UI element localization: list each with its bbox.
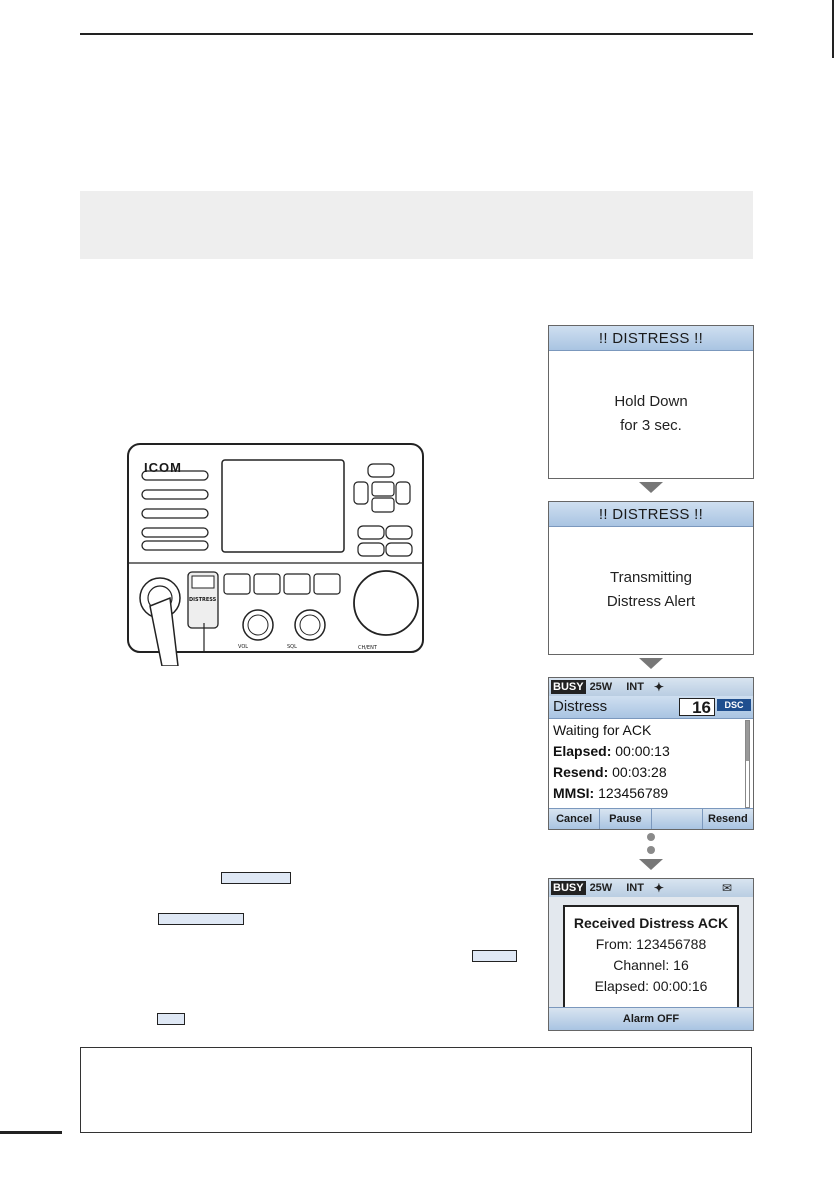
popup-title: Received Distress ACK	[573, 915, 729, 931]
mode-indicator: INT	[626, 882, 644, 894]
arrow-down-icon	[639, 859, 663, 870]
mmsi-label: MMSI:	[553, 785, 595, 801]
radio-illustration	[127, 443, 424, 666]
brand-logo: ICOM	[144, 460, 182, 475]
screen-waiting-ack: BUSY 25W INT ✦ Distress 16 DSC Waiting f…	[548, 677, 754, 830]
elapsed-line: Elapsed: 00:00:13	[553, 741, 670, 762]
envelope-icon: ✉	[721, 881, 733, 895]
waiting-line: Waiting for ACK	[553, 722, 652, 738]
cut-mark	[832, 0, 834, 58]
blank-softkey[interactable]	[650, 809, 702, 829]
softkey-bar: Cancel Pause Resend	[549, 808, 753, 829]
info-box	[80, 191, 753, 259]
key-placeholder-1[interactable]	[221, 872, 291, 884]
page-tab	[0, 1131, 62, 1134]
screen-line: Hold Down	[614, 393, 688, 410]
resend-value: 00:03:28	[608, 764, 667, 780]
resend-line: Resend: 00:03:28	[553, 762, 670, 783]
screen-ack-received: BUSY 25W INT ✦ ✉ Received Distress ACK F…	[548, 878, 754, 1031]
key-placeholder-2[interactable]	[158, 913, 244, 925]
scrollbar[interactable]	[745, 720, 750, 808]
screen-title: !! DISTRESS !!	[549, 326, 753, 351]
status-bar: BUSY 25W INT ✦	[549, 678, 753, 696]
dsc-badge: DSC	[717, 699, 751, 711]
cancel-softkey[interactable]: Cancel	[556, 813, 593, 825]
key-placeholder-3[interactable]	[472, 950, 517, 962]
resend-label: Resend:	[553, 764, 609, 780]
continuation-dot	[647, 846, 655, 854]
arrow-down-icon	[639, 482, 663, 493]
screen-body: Transmitting Distress Alert	[549, 526, 753, 654]
channel-number: 16	[679, 698, 715, 717]
popup-elapsed: Elapsed: 00:00:16	[594, 978, 708, 994]
popup-channel: Channel: 16	[613, 957, 689, 973]
screen-line: Transmitting	[610, 569, 692, 586]
mode-indicator: INT	[626, 681, 644, 693]
busy-badge: BUSY	[551, 680, 586, 694]
sql-label: SQL	[287, 644, 297, 650]
ch-ent-label: CH/ENT	[358, 645, 377, 651]
screen-line: for 3 sec.	[620, 417, 682, 434]
vol-label: VOL	[238, 644, 249, 650]
status-bar: BUSY 25W INT ✦ ✉	[549, 879, 753, 897]
continuation-dot	[647, 833, 655, 841]
gps-icon: ✦	[653, 881, 664, 895]
busy-badge: BUSY	[551, 881, 586, 895]
resend-softkey[interactable]: Resend	[701, 809, 753, 829]
popup-from: From: 123456788	[595, 936, 707, 952]
ack-popup: Received Distress ACK From: 123456788 Ch…	[563, 905, 739, 1009]
note-box	[80, 1047, 752, 1133]
power-indicator: 25W	[589, 681, 613, 693]
elapsed-value: 00:00:13	[611, 743, 670, 759]
screen-hold-down: !! DISTRESS !! Hold Down for 3 sec.	[548, 325, 754, 479]
screen-title: !! DISTRESS !!	[549, 502, 753, 527]
arrow-down-icon	[639, 658, 663, 669]
distress-key-label: DISTRESS	[189, 597, 217, 603]
scroll-thumb[interactable]	[746, 721, 749, 761]
elapsed-label: Elapsed:	[553, 743, 612, 759]
power-indicator: 25W	[589, 882, 613, 894]
mmsi-line: MMSI: 123456789	[553, 783, 670, 804]
status-lines: Waiting for ACK Elapsed: 00:00:13 Resend…	[553, 720, 670, 804]
gps-icon: ✦	[653, 680, 664, 694]
top-rule	[80, 33, 753, 35]
key-placeholder-4[interactable]	[157, 1013, 185, 1025]
alarm-off-button[interactable]: Alarm OFF	[549, 1007, 753, 1030]
screen-line: Distress Alert	[606, 593, 696, 610]
pause-softkey[interactable]: Pause	[599, 809, 650, 829]
header-title: Distress	[553, 698, 608, 715]
distress-header: Distress 16 DSC	[549, 696, 753, 719]
screen-transmitting: !! DISTRESS !! Transmitting Distress Ale…	[548, 501, 754, 655]
mmsi-value: 123456789	[594, 785, 669, 801]
screen-body: Hold Down for 3 sec.	[549, 350, 753, 478]
